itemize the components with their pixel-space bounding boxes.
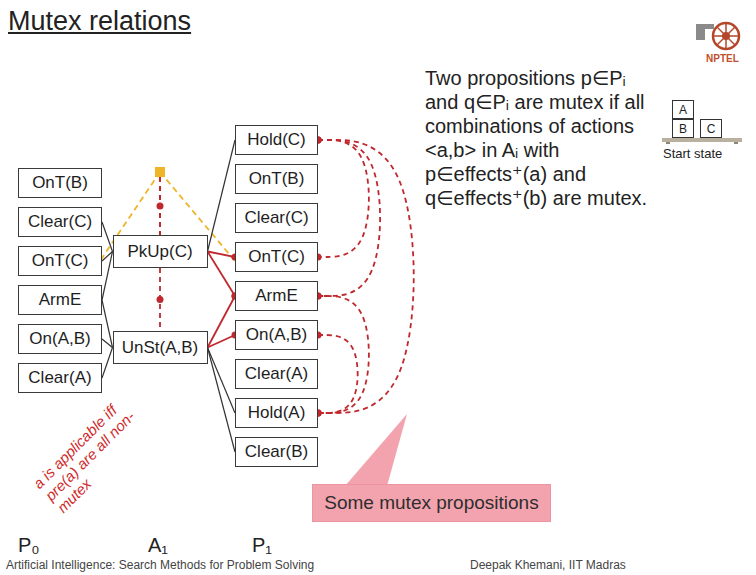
node-text: Some mutex propositions: [324, 492, 538, 514]
node-text: OnT(B): [249, 169, 305, 189]
noop-action: [155, 167, 165, 177]
proposition-box: Hold(C): [235, 125, 318, 155]
block: B: [672, 119, 694, 138]
link-line: [208, 140, 236, 252]
layer-label: A₁: [148, 534, 168, 557]
block: C: [700, 119, 722, 138]
mutex-dot: [157, 296, 164, 303]
layer-label: P₀: [18, 534, 40, 557]
action-box: PkUp(C): [113, 235, 208, 268]
delete-effect-line: [208, 335, 236, 348]
proposition-box: Hold(A): [235, 398, 318, 428]
footer-text: Artificial Intelligence: Search Methods …: [6, 558, 314, 572]
link-line: [102, 348, 113, 379]
link-line: [102, 300, 113, 348]
layer-label: P₁: [252, 534, 272, 557]
proposition-box: Clear(A): [18, 363, 102, 393]
footer-text: Deepak Khemani, IIT Madras: [470, 558, 626, 572]
proposition-box: Clear(B): [235, 437, 318, 467]
slide-title: Mutex relations: [8, 6, 191, 37]
link-line: [208, 348, 236, 414]
node-text: On(A,B): [246, 325, 307, 345]
node-text: ArmE: [39, 290, 82, 310]
node-text: UnSt(A,B): [122, 338, 199, 358]
picture-caption: Start state: [663, 146, 722, 161]
node-text: Clear(A): [245, 364, 308, 384]
mutex-link: [318, 296, 369, 413]
table-leg: [666, 142, 670, 144]
nptel-logo: [696, 23, 739, 49]
mutex-link: [318, 140, 380, 296]
node-text: Hold(A): [248, 403, 306, 423]
logo-text: NPTEL: [706, 53, 739, 64]
proposition-box: Clear(C): [235, 203, 318, 233]
link-line: [208, 348, 236, 453]
node-text: OnT(C): [248, 247, 305, 267]
callout-box: Some mutex propositions: [312, 484, 551, 522]
node-text: B: [679, 122, 687, 136]
table-leg: [734, 142, 738, 144]
table: [662, 138, 742, 142]
mutex-link: [318, 140, 369, 257]
proposition-box: OnT(C): [18, 246, 102, 276]
node-text: C: [707, 122, 716, 136]
node-text: OnT(C): [32, 251, 89, 271]
node-text: Clear(A): [28, 368, 91, 388]
node-text: Clear(C): [28, 212, 92, 232]
block: A: [672, 100, 694, 119]
proposition-box: On(A,B): [18, 324, 102, 354]
node-text: Clear(B): [245, 442, 308, 462]
node-text: ArmE: [255, 286, 298, 306]
proposition-box: OnT(B): [18, 168, 102, 198]
mutex-link: [318, 140, 414, 413]
delete-effect-line: [208, 296, 236, 348]
node-text: Clear(C): [244, 208, 308, 228]
mutex-link: [318, 335, 358, 413]
proposition-box: Clear(A): [235, 359, 318, 389]
action-box: UnSt(A,B): [113, 331, 208, 364]
handwritten-note: a is applicable iff pre(a) are all non-m…: [30, 395, 151, 516]
node-text: A: [679, 103, 687, 117]
proposition-box: OnT(B): [235, 164, 318, 194]
mutex-dot: [157, 203, 164, 210]
node-text: PkUp(C): [127, 242, 192, 262]
node-text: Hold(C): [247, 130, 306, 150]
proposition-box: ArmE: [235, 281, 318, 311]
definition-text: Two propositions p∈Pᵢ and q∈Pᵢ are mutex…: [425, 66, 657, 210]
proposition-box: On(A,B): [235, 320, 318, 350]
node-text: On(A,B): [29, 329, 90, 349]
proposition-box: Clear(C): [18, 207, 102, 237]
link-line: [102, 222, 113, 252]
node-text: OnT(B): [32, 173, 88, 193]
link-line: [102, 252, 113, 301]
delete-effect-line: [208, 252, 236, 297]
link-line: [102, 339, 113, 348]
proposition-box: OnT(C): [235, 242, 318, 272]
proposition-box: ArmE: [18, 285, 102, 315]
delete-effect-line: [208, 252, 236, 258]
callout-pointer: [345, 414, 407, 486]
